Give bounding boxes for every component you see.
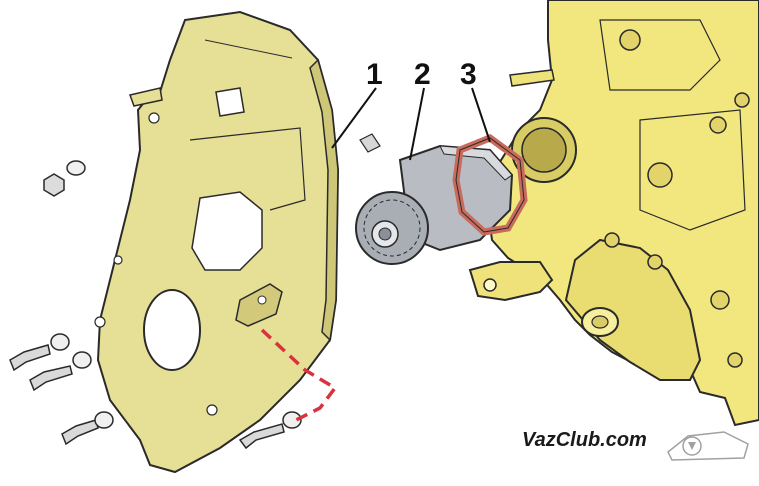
watermark-text: VazClub.com: [522, 429, 647, 451]
washer-4: [282, 411, 302, 429]
washer-upper: [66, 160, 86, 176]
bolt-1: [9, 344, 51, 372]
bolt-2: [29, 365, 73, 392]
watermark: VazClub.com: [522, 429, 749, 461]
timing-belt-rear-cover: [94, 10, 340, 474]
callout-2: 2: [414, 58, 431, 91]
washer-2: [72, 351, 92, 369]
stud-small: [359, 133, 381, 153]
pump-gasket: [452, 134, 528, 236]
fasteners: [9, 133, 381, 450]
engine-block: [468, 0, 759, 427]
callout-1: 1: [366, 58, 383, 91]
callout-3: 3: [460, 58, 477, 91]
bolt-4: [238, 423, 285, 450]
nut-upper: [43, 173, 65, 197]
bolt-3: [61, 419, 99, 446]
washer-3: [94, 411, 114, 429]
leader-lines: [331, 87, 491, 161]
washer-1: [50, 333, 70, 351]
water-pump: [355, 144, 514, 265]
assembly-path-line: [260, 328, 338, 422]
car-logo-icon: [667, 431, 749, 461]
